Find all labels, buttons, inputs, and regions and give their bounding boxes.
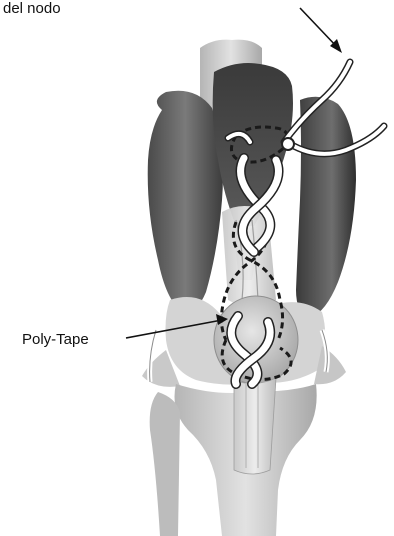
- arrow-to-knot: [300, 8, 342, 53]
- left-muscle: [148, 91, 223, 313]
- node-label: del nodo: [3, 0, 61, 18]
- poly-tape-label: Poly-Tape: [22, 331, 89, 349]
- patellar-tendon: [234, 378, 276, 474]
- fibula-bone: [150, 392, 180, 536]
- right-muscle: [296, 97, 356, 318]
